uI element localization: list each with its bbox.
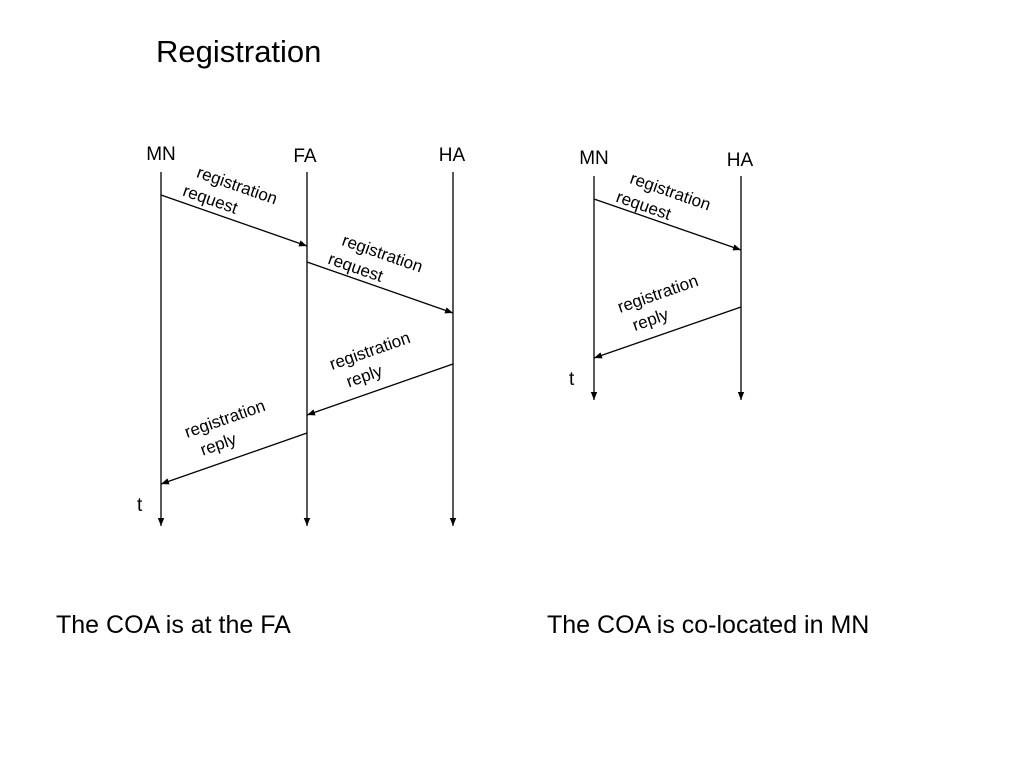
message-label-reply: registration reply [615, 271, 701, 335]
message-label-reply: registration reply [182, 396, 268, 460]
message-arrow-request [593, 198, 742, 251]
time-label: t [137, 495, 143, 516]
message-arrow-reply [306, 363, 454, 416]
entity-label-ha: HA [727, 150, 754, 171]
message-label-request: registration request [326, 231, 426, 286]
diagram-right: MN HA t registration request registratio… [569, 148, 754, 400]
caption-coa-co-located: The COA is co-located in MN [547, 611, 870, 639]
time-label: t [569, 369, 575, 390]
entity-label-ha: HA [439, 145, 466, 166]
caption-coa-at-fa: The COA is at the FA [56, 611, 291, 639]
entity-label-fa: FA [293, 146, 317, 167]
message-arrow-reply [160, 432, 308, 485]
message-arrow-request [160, 194, 308, 247]
message-arrow-reply [593, 306, 742, 359]
message-label-request: registration request [614, 169, 714, 224]
message-label-reply: registration reply [327, 328, 413, 391]
diagram-left: MN FA HA t registration request registra… [137, 144, 466, 526]
slide-title: Registration [156, 34, 322, 69]
entity-label-mn: MN [579, 148, 609, 169]
message-arrow-request [306, 261, 454, 314]
entity-label-mn: MN [146, 144, 176, 165]
